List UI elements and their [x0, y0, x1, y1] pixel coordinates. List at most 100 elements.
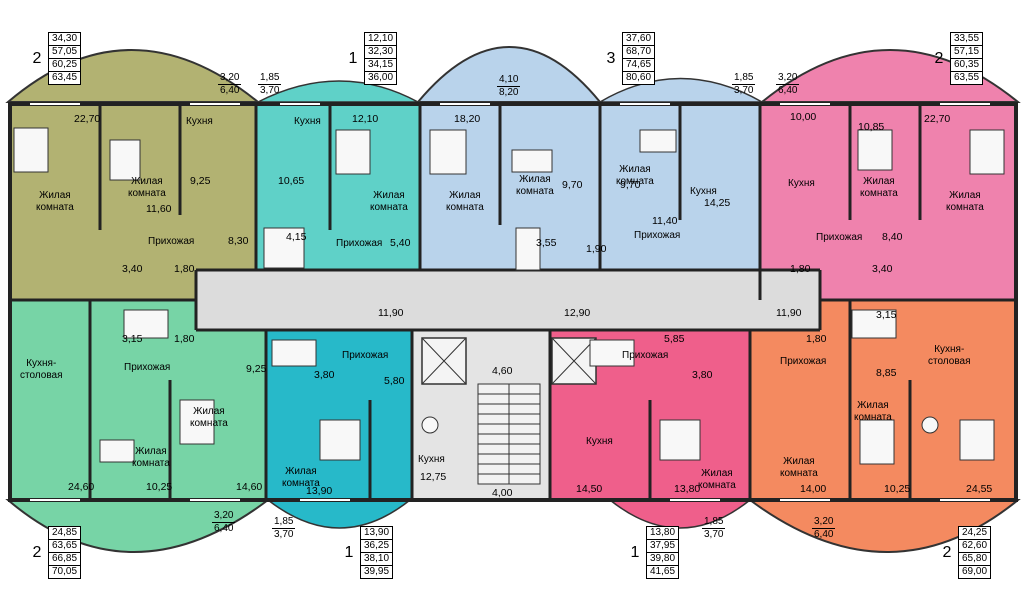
room-name: Жилая комната — [370, 190, 408, 213]
room-name: Жилая комната — [128, 176, 166, 199]
room-area: 3,15 — [876, 309, 897, 321]
room-name: Прихожая — [342, 350, 389, 361]
room-area: 1,80 — [790, 263, 811, 275]
room-area: 8,30 — [228, 235, 249, 247]
room-count: 1 — [344, 543, 354, 561]
room-area: 3,15 — [122, 333, 143, 345]
room-name: Прихожая — [622, 350, 669, 361]
apartment-info-bottom-right: 2 24,25 62,60 65,80 69,00 — [936, 526, 992, 579]
room-name: Кухня — [690, 186, 717, 197]
room-area: 1,90 — [586, 243, 607, 255]
area-value: 24,85 — [49, 527, 81, 540]
room-area: 8,85 — [876, 367, 897, 379]
area-value: 38,10 — [361, 553, 393, 566]
area-value: 63,65 — [49, 540, 81, 553]
room-name: Жилая комната — [36, 190, 74, 213]
area-value: 24,25 — [959, 527, 991, 540]
room-area: 3,40 — [872, 263, 893, 275]
room-area: 3,80 — [314, 369, 335, 381]
room-area: 22,70 — [924, 113, 951, 125]
apartment-info-bottom-left: 2 24,85 63,65 66,85 70,05 — [26, 526, 82, 579]
room-name: Жилая комната — [616, 164, 654, 187]
room-count: 2 — [942, 543, 952, 561]
area-value: 60,35 — [951, 59, 983, 72]
room-area: 5,40 — [390, 237, 411, 249]
furniture — [13, 127, 1005, 465]
area-value: 60,25 — [49, 59, 81, 72]
room-area: 22,70 — [74, 113, 101, 125]
area-value: 34,15 — [365, 59, 397, 72]
stair-area: 4,00 — [492, 487, 513, 499]
room-area: 12,75 — [420, 471, 447, 483]
room-area: 3,55 — [536, 237, 557, 249]
room-name: Жилая комната — [446, 190, 484, 213]
area-list: 13,90 36,25 38,10 39,95 — [360, 526, 394, 579]
room-area: 13,90 — [306, 485, 333, 497]
room-area: 14,50 — [576, 483, 603, 495]
room-name: Прихожая — [336, 238, 383, 249]
room-area: 18,20 — [454, 113, 481, 125]
staircase — [477, 383, 541, 485]
area-value: 12,10 — [365, 33, 397, 46]
corridor-area: 11,90 — [776, 307, 802, 319]
room-count: 2 — [934, 49, 944, 67]
room-name: Прихожая — [780, 356, 827, 367]
area-list: 33,55 57,15 60,35 63,55 — [950, 32, 984, 85]
room-name: Жилая комната — [854, 400, 892, 423]
area-value: 66,85 — [49, 553, 81, 566]
room-area: 10,85 — [858, 121, 885, 133]
area-value: 33,55 — [951, 33, 983, 46]
room-area: 9,25 — [246, 363, 267, 375]
room-area: 12,10 — [352, 113, 379, 125]
room-name: Прихожая — [634, 230, 681, 241]
room-name: Жилая комната — [282, 466, 320, 489]
apartment-info-top-center-3: 3 37,60 68,70 74,65 80,60 — [600, 32, 656, 85]
room-area: 10,25 — [884, 483, 911, 495]
room-name: Жилая комната — [860, 176, 898, 199]
room-area: 1,80 — [174, 333, 195, 345]
area-value: 39,80 — [647, 553, 679, 566]
room-name: Прихожая — [816, 232, 863, 243]
room-area: 3,80 — [692, 369, 713, 381]
room-name: Прихожая — [124, 362, 171, 373]
room-area: 14,25 — [704, 197, 731, 209]
area-value: 57,05 — [49, 46, 81, 59]
area-value: 37,95 — [647, 540, 679, 553]
balconies-bottom — [5, 499, 1021, 553]
corridor — [196, 270, 820, 330]
area-value: 63,45 — [52, 72, 78, 83]
room-area: 10,00 — [790, 111, 817, 123]
room-area: 5,80 — [384, 375, 405, 387]
room-name: Кухня — [586, 436, 613, 447]
room-area: 10,25 — [146, 481, 173, 493]
room-name: Кухня — [418, 454, 445, 465]
area-value: 70,05 — [52, 566, 78, 577]
room-name: Кухня- столовая — [928, 344, 971, 367]
room-area: 24,55 — [966, 483, 993, 495]
apartment-info-bottom-center-1a: 1 13,90 36,25 38,10 39,95 — [338, 526, 394, 579]
room-area: 3,40 — [122, 263, 143, 275]
room-area: 11,60 — [146, 203, 172, 215]
area-value: 32,30 — [365, 46, 397, 59]
room-name: Жилая комната — [516, 174, 554, 197]
area-value: 41,65 — [650, 566, 676, 577]
room-count: 1 — [348, 49, 358, 67]
area-value: 63,55 — [954, 72, 980, 83]
area-value: 37,60 — [623, 33, 655, 46]
room-area: 1,80 — [174, 263, 195, 275]
room-count: 2 — [32, 543, 42, 561]
area-list: 12,10 32,30 34,15 36,00 — [364, 32, 398, 85]
room-area: 14,60 — [236, 481, 263, 493]
room-name: Кухня — [788, 178, 815, 189]
room-area: 13,80 — [674, 483, 701, 495]
area-value: 69,00 — [962, 566, 988, 577]
room-name: Жилая комната — [132, 446, 170, 469]
room-name: Жилая комната — [190, 406, 228, 429]
room-area: 1,80 — [806, 333, 827, 345]
apartment-info-bottom-center-1b: 1 13,80 37,95 39,80 41,65 — [624, 526, 680, 579]
